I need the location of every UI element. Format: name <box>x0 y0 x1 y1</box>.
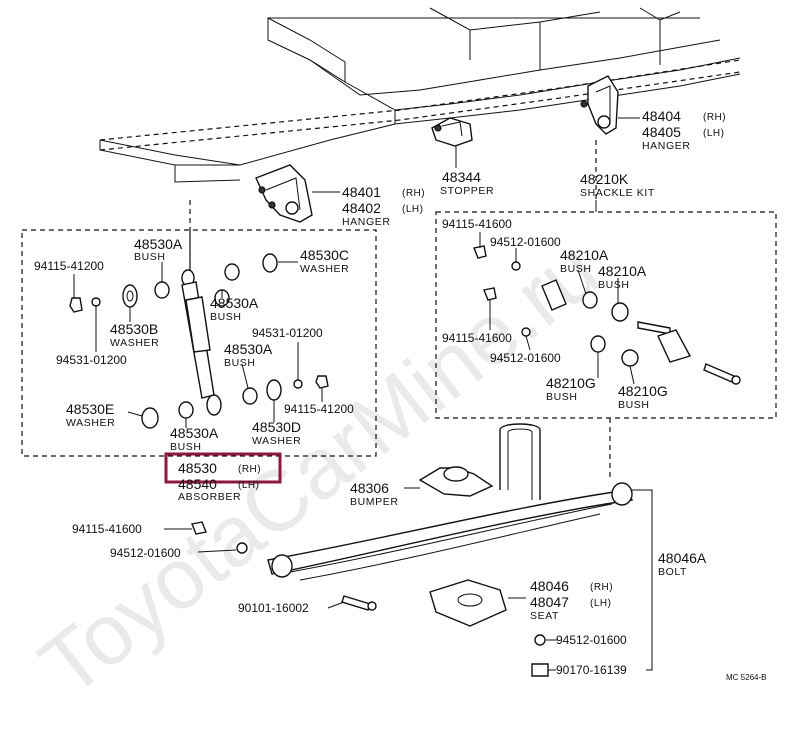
leaf-spring[interactable] <box>267 482 633 581</box>
caption-48540: ABSORBER <box>178 491 241 503</box>
caption-48210G-left: BUSH <box>546 391 578 403</box>
absorber-group-box <box>21 229 377 457</box>
label-94115-41200-left[interactable]: 94115-41200 <box>34 259 104 273</box>
label-48530A-top[interactable]: 48530A <box>134 236 183 252</box>
label-48530C[interactable]: 48530C <box>300 247 349 263</box>
caption-48402: HANGER <box>342 216 391 228</box>
caption-48046A: BOLT <box>658 566 687 578</box>
caption-48530C: WASHER <box>300 263 349 275</box>
label-94512-01600-box[interactable]: 94512-01600 <box>490 235 561 249</box>
label-48210G-left[interactable]: 48210G <box>546 375 596 391</box>
caption-48530A-bot: BUSH <box>170 441 202 453</box>
label-48344[interactable]: 48344 <box>442 169 481 185</box>
label-94115-41600[interactable]: 94115-41600 <box>72 522 142 536</box>
label-48530A-low[interactable]: 48530A <box>224 341 273 357</box>
caption-48047: SEAT <box>530 610 559 622</box>
label-48210A-right[interactable]: 48210A <box>598 263 647 279</box>
caption-48530A-top: BUSH <box>134 251 166 263</box>
label-94531-right[interactable]: 94531-01200 <box>252 326 323 340</box>
label-90170-16139[interactable]: 90170-16139 <box>556 663 627 677</box>
side-48404: (RH) <box>703 112 726 123</box>
leader-lines-right <box>479 232 635 385</box>
caption-48530B: WASHER <box>110 337 159 349</box>
nuts-and-bolts[interactable] <box>191 521 549 677</box>
label-90101-16002[interactable]: 90101-16002 <box>238 601 309 615</box>
label-48046A[interactable]: 48046A <box>658 550 707 566</box>
caption-48306: BUMPER <box>350 496 399 508</box>
label-94115-41600-box2[interactable]: 94115-41600 <box>442 331 512 345</box>
label-94115-41200-right[interactable]: 94115-41200 <box>284 402 354 416</box>
caption-48210G-right: BUSH <box>618 399 650 411</box>
label-94531-left[interactable]: 94531-01200 <box>56 353 127 367</box>
label-94512-01600[interactable]: 94512-01600 <box>110 546 181 560</box>
label-48210A-left[interactable]: 48210A <box>560 247 609 263</box>
label-48306[interactable]: 48306 <box>350 480 389 496</box>
shock-absorber[interactable] <box>181 269 222 416</box>
label-48540[interactable]: 48540 <box>178 476 217 492</box>
rear-hanger[interactable] <box>580 75 619 135</box>
label-48530D[interactable]: 48530D <box>252 419 301 435</box>
side-48401: (RH) <box>402 188 425 199</box>
label-48530B[interactable]: 48530B <box>110 321 158 337</box>
caption-48530A-low: BUSH <box>224 357 256 369</box>
label-48530E[interactable]: 48530E <box>66 401 114 417</box>
label-48210G-right[interactable]: 48210G <box>618 383 668 399</box>
side-48046: (RH) <box>590 582 613 593</box>
side-48405: (LH) <box>703 128 724 139</box>
label-48530[interactable]: 48530 <box>178 460 217 476</box>
spring-seat[interactable] <box>429 579 507 627</box>
front-hanger[interactable] <box>255 164 313 223</box>
shackle-kit-parts[interactable] <box>473 245 741 385</box>
label-48047[interactable]: 48047 <box>530 594 569 610</box>
caption-48530A-mid: BUSH <box>210 311 242 323</box>
label-48046[interactable]: 48046 <box>530 578 569 594</box>
label-48402[interactable]: 48402 <box>342 200 381 216</box>
stopper[interactable] <box>431 117 473 147</box>
caption-48210A-right: BUSH <box>598 279 630 291</box>
bumper[interactable] <box>418 466 494 497</box>
side-48402: (LH) <box>402 204 423 215</box>
side-48047: (LH) <box>590 598 611 609</box>
label-48530A-mid[interactable]: 48530A <box>210 295 259 311</box>
caption-48530D: WASHER <box>252 435 301 447</box>
shackle-kit-box <box>435 211 777 419</box>
side-48540: (LH) <box>238 480 259 491</box>
highlight-48530 <box>164 452 282 484</box>
side-48530: (RH) <box>238 464 261 475</box>
frame-rail <box>99 7 741 183</box>
label-94115-41600-box[interactable]: 94115-41600 <box>442 217 512 231</box>
label-48401[interactable]: 48401 <box>342 184 381 200</box>
label-94512-01600-box2[interactable]: 94512-01600 <box>490 351 561 365</box>
figure-code: MC 5264-B <box>726 673 766 682</box>
caption-48210A-left: BUSH <box>560 263 592 275</box>
leader-lines-left <box>73 261 323 428</box>
label-48405[interactable]: 48405 <box>642 124 681 140</box>
u-bolt[interactable] <box>499 423 541 500</box>
caption-48530E: WASHER <box>66 417 115 429</box>
label-48210K[interactable]: 48210K <box>580 171 629 187</box>
caption-48210K: SHACKLE KIT <box>580 187 655 199</box>
caption-48405: HANGER <box>642 140 691 152</box>
label-94512-01600-b[interactable]: 94512-01600 <box>556 633 627 647</box>
leader-lines-lower <box>164 487 653 671</box>
bush-and-washer-set[interactable] <box>69 253 329 429</box>
part-labels[interactable]: 48401 (RH) 48402 (LH) HANGER 48344 STOPP… <box>34 108 726 677</box>
label-48404[interactable]: 48404 <box>642 108 681 124</box>
label-48530A-bot[interactable]: 48530A <box>170 425 219 441</box>
caption-48344: STOPPER <box>440 185 494 197</box>
